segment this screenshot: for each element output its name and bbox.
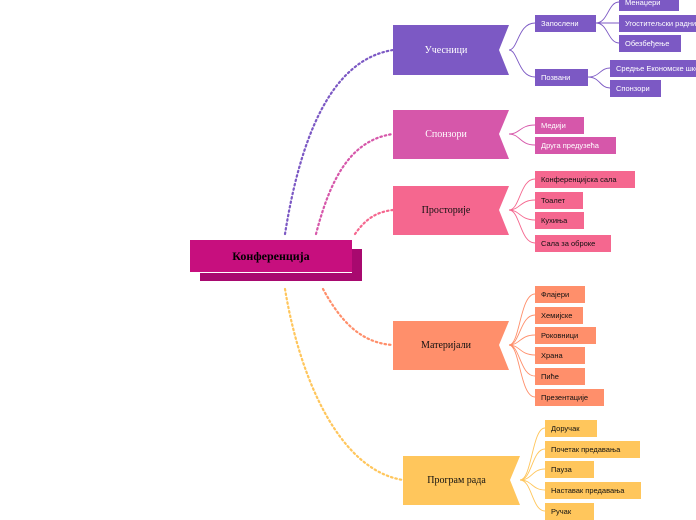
subtopic-invited-sponsors[interactable]: Спонзори (610, 80, 661, 97)
subtopic-break[interactable]: Пауза (545, 461, 594, 478)
subtopic-media[interactable]: Медији (535, 117, 584, 134)
subtopic-breakfast[interactable]: Доручак (545, 420, 597, 437)
connector-participants (283, 48, 395, 236)
subtopic-flyers[interactable]: Флајери (535, 286, 585, 303)
subtopic-toilet[interactable]: Тоалет (535, 192, 583, 209)
subtopic-lecture-start[interactable]: Почетак предавања (545, 441, 640, 458)
subtopic-lecture-continuation[interactable]: Наставак предавања (545, 482, 641, 499)
subtopic-catering-staff[interactable]: Угоститељски радници (619, 15, 696, 32)
connector-materials (321, 287, 395, 347)
branch-shape-program[interactable] (403, 456, 520, 505)
subtopic-invited[interactable]: Позвани (535, 69, 588, 86)
subtopic-pens[interactable]: Хемијске (535, 307, 583, 324)
subtopic-security[interactable]: Обезбеђење (619, 35, 681, 52)
subtopic-kitchen[interactable]: Кухиња (535, 212, 584, 229)
subtopic-lunch[interactable]: Ручак (545, 503, 594, 520)
subtopic-food[interactable]: Храна (535, 347, 585, 364)
subtopic-employees[interactable]: Запослени (535, 15, 596, 32)
branch-label-materials[interactable]: Материјали (421, 340, 471, 351)
subtopic-drinks[interactable]: Пиће (535, 368, 585, 385)
connector-premises (353, 208, 395, 236)
subtopic-economic-schools[interactable]: Средње Економске школе (610, 60, 696, 77)
connector-program (283, 287, 405, 482)
root-node[interactable]: Конференција (190, 240, 352, 273)
branch-shape-participants[interactable] (393, 25, 509, 75)
subtopic-presentations[interactable]: Презентације (535, 389, 604, 406)
subtopic-managers[interactable]: Менаџери (619, 0, 679, 11)
branch-shape-premises[interactable] (393, 186, 509, 235)
branch-label-premises[interactable]: Просторије (421, 205, 471, 216)
connector-sponsors (314, 132, 395, 236)
branch-label-participants[interactable]: Учесници (424, 44, 468, 56)
branch-label-sponsors[interactable]: Спонзори (425, 129, 467, 140)
subtopic-dining-hall[interactable]: Сала за оброке (535, 235, 611, 252)
branch-shape-materials[interactable] (393, 321, 509, 370)
subtopic-conference-hall[interactable]: Конференцијска сала (535, 171, 635, 188)
branch-shape-sponsors[interactable] (393, 110, 509, 159)
subtopic-other-companies[interactable]: Друга предузећа (535, 137, 616, 154)
branch-label-program[interactable]: Програм рада (427, 475, 486, 486)
subtopic-notebooks[interactable]: Роковници (535, 327, 596, 344)
